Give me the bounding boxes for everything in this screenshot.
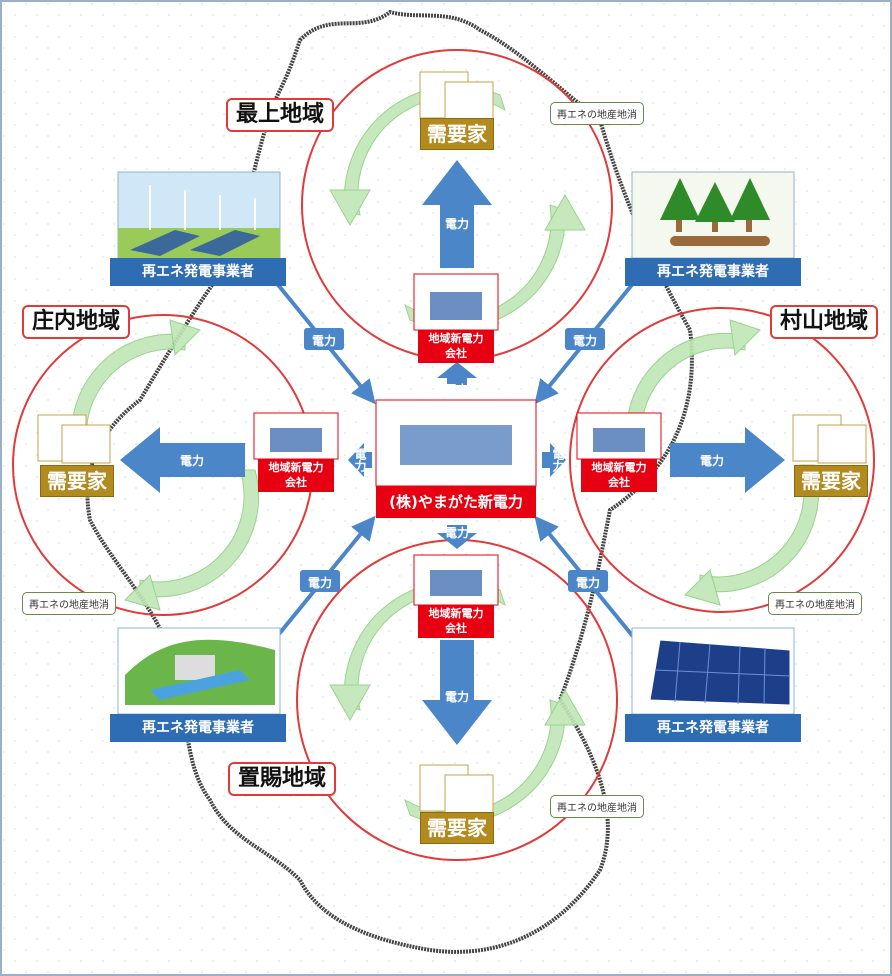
local-company-murayama: 地域新電力会社 — [581, 459, 657, 492]
power-label-okitama: 電力 — [444, 690, 469, 704]
power-label-sw: 電力 — [307, 576, 332, 590]
chisan-tag-mogami: 再エネの地産地消 — [550, 102, 644, 125]
chisan-tag-okitama: 再エネの地産地消 — [550, 795, 644, 818]
local-company-line2: 会社 — [285, 476, 307, 489]
generator-label-nw: 再エネ発電事業者 — [110, 258, 286, 286]
power-label-center-right: 電力 — [551, 448, 565, 472]
power-label-shonai: 電力 — [179, 454, 204, 468]
region-label-mogami: 最上地域 — [226, 98, 335, 132]
power-label-center-down: 電力 — [444, 526, 469, 540]
consumer-icons — [37, 71, 867, 814]
power-arrows — [120, 160, 785, 745]
local-company-shonai: 地域新電力会社 — [258, 459, 334, 492]
region-label-shonai: 庄内地域 — [22, 305, 131, 339]
generator-label-ne: 再エネ発電事業者 — [625, 258, 801, 286]
power-label-ne: 電力 — [572, 334, 597, 348]
consumer-label-shonai: 需要家 — [40, 465, 114, 497]
chisan-tag-shonai: 再エネの地産地消 — [22, 592, 116, 615]
consumer-label-okitama: 需要家 — [420, 812, 494, 844]
generator-label-sw: 再エネ発電事業者 — [110, 714, 286, 742]
local-company-line2: 会社 — [445, 347, 467, 360]
forest-picture — [631, 171, 795, 259]
hydro-picture — [117, 627, 281, 715]
local-company-line1: 地域新電力 — [591, 461, 647, 474]
local-company-mogami: 地域新電力会社 — [418, 330, 494, 363]
local-company-okitama: 地域新電力会社 — [418, 605, 494, 638]
chisan-tag-murayama: 再エネの地産地消 — [768, 592, 862, 615]
center-company-label: (株)やまがた新電力 — [376, 486, 536, 518]
consumer-label-mogami: 需要家 — [420, 118, 494, 150]
local-company-line2: 会社 — [608, 476, 630, 489]
power-label-se: 電力 — [575, 576, 600, 590]
consumer-label-murayama: 需要家 — [794, 465, 868, 497]
local-company-line2: 会社 — [445, 622, 467, 635]
murayama-circle — [569, 307, 875, 613]
generator-label-se: 再エネ発電事業者 — [625, 714, 801, 742]
region-label-okitama: 置賜地域 — [228, 762, 337, 796]
local-company-line1: 地域新電力 — [268, 461, 324, 474]
wind-solar-picture — [117, 171, 281, 259]
region-label-murayama: 村山地域 — [770, 305, 879, 339]
solar-panel-picture — [631, 627, 795, 715]
power-label-center-up: 電力 — [444, 383, 469, 397]
small-power-tags — [300, 328, 608, 592]
power-label-center-left: 電力 — [353, 448, 367, 472]
company-icons — [253, 273, 662, 606]
power-label-mogami: 電力 — [444, 217, 469, 231]
local-company-line1: 地域新電力 — [428, 332, 484, 345]
local-company-line1: 地域新電力 — [428, 607, 484, 620]
power-label-nw: 電力 — [311, 334, 336, 348]
power-label-murayama: 電力 — [699, 454, 724, 468]
cycle-arrows — [71, 85, 820, 825]
